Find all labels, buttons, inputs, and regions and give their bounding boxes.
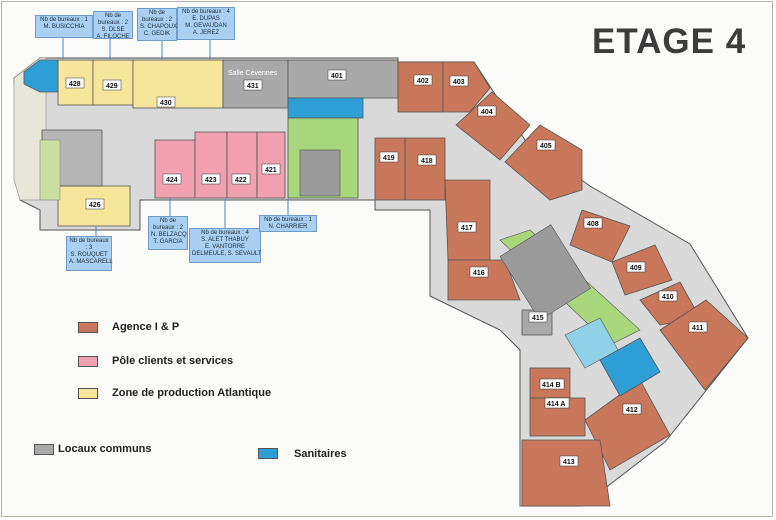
callout-name: S. ROUQUET	[70, 252, 108, 258]
room-423-label: 423	[205, 177, 217, 184]
room-405-shape	[504, 124, 583, 201]
callout-name: S. CHAPOUX	[140, 24, 178, 30]
stairs-diagonal-core	[499, 224, 591, 321]
room-401-label: 401	[331, 73, 343, 80]
room-419-shape	[374, 137, 406, 201]
room-402-label: 402	[417, 78, 429, 85]
room-424-shape	[154, 139, 196, 199]
room-414a-label: 414 A	[547, 401, 565, 408]
callout-title: Nb de bureaux : 3	[69, 238, 109, 251]
room-410-label: 410	[662, 294, 674, 301]
callout-428: Nb de bureaux : 1 M. BUSICCHIA	[35, 15, 93, 38]
legend-swatch-communs	[34, 444, 54, 455]
lift-core	[564, 317, 619, 369]
room-408-label: 408	[587, 221, 599, 228]
callout-426: Nb de bureaux : 3 S. ROUQUET A. MASCAREL…	[66, 236, 113, 271]
callout-name: T. GARCIA	[153, 239, 183, 245]
room-424-label: 424	[166, 177, 178, 184]
callout-title: Nb de bureaux : 2	[152, 218, 184, 231]
callout-431: Nb de bureaux : 4 E. DUPAS M. GEVAUDAN A…	[177, 7, 235, 40]
room-423-shape	[194, 131, 228, 199]
callout-title: Nb de bureaux : 2	[141, 10, 173, 23]
callout-name: A. MASCARELL	[69, 259, 113, 265]
room-416-label: 416	[473, 270, 485, 277]
room-404-shape	[455, 91, 531, 161]
legend-label-sanitaires: Sanitaires	[294, 448, 347, 460]
legend-label-pole: Pôle clients et services	[112, 355, 234, 367]
sanitaires-left	[23, 59, 59, 93]
room-411-shape	[659, 299, 749, 391]
room-417-label: 417	[461, 225, 473, 232]
room-431-label: 431	[247, 83, 259, 90]
room-404-label: 404	[481, 109, 493, 116]
callout-name: E. VANTORRE	[204, 244, 246, 250]
room-418-shape	[404, 137, 446, 201]
page-title: ETAGE 4	[592, 22, 747, 61]
stairs-left-green	[39, 139, 61, 201]
room-429-label: 429	[106, 83, 118, 90]
callout-name: N. CHARRIER	[268, 224, 308, 230]
callout-name: S. ALET THABUY	[201, 237, 249, 243]
room-417-shape	[444, 179, 491, 261]
room-418-label: 418	[421, 158, 433, 165]
callout-name: DELMEULE, S. SEVAULT	[192, 251, 262, 257]
callout-430: Nb de bureaux : 2 S. CHAPOUX C. GEDIK	[137, 8, 177, 41]
room-428-label: 428	[69, 81, 81, 88]
callout-422: Nb de bureaux : 4 S. ALET THABUY E. VANT…	[189, 228, 261, 263]
room-430-label: 430	[160, 100, 172, 107]
legend-swatch-sanitaires	[258, 448, 278, 459]
room-430-shape	[132, 59, 224, 109]
legend-swatch-agence	[78, 322, 98, 333]
legend-swatch-atlantique	[78, 388, 98, 399]
callout-name: E. DUPAS	[192, 16, 220, 22]
callout-name: C. GEDIK	[143, 31, 171, 37]
callout-title: Nb de bureaux : 1	[264, 217, 312, 223]
room-405-label: 405	[540, 143, 552, 150]
callout-title: Nb de bureaux : 1	[40, 17, 88, 23]
room-403-shape	[442, 61, 491, 113]
room-402-shape	[397, 61, 444, 113]
callout-name: A. JEREZ	[192, 30, 220, 36]
legend-label-agence: Agence I & P	[112, 321, 180, 333]
callout-title: Nb de bureaux : 2	[97, 13, 129, 26]
leader-lines	[62, 38, 289, 236]
room-426-label: 426	[89, 202, 101, 209]
callout-name: M. BUSICCHIA	[43, 24, 85, 30]
callout-name: N. BELZACQ	[151, 232, 187, 238]
room-421-label: 421	[265, 167, 277, 174]
legend-label-communs: Locaux communs	[58, 443, 152, 455]
sanitaires-top	[287, 97, 364, 119]
callout-title: Nb de bureaux : 4	[201, 230, 249, 236]
callout-name: M. GEVAUDAN	[185, 23, 227, 29]
room-415-label: 415	[532, 315, 544, 322]
room-411-label: 411	[692, 325, 703, 332]
room-413-label: 413	[563, 459, 575, 466]
room-422-label: 422	[235, 177, 247, 184]
room-labels: 428 429 430 431 401 402 403 404 405 419 …	[65, 69, 708, 467]
room-412-label: 412	[626, 407, 638, 414]
room-413-shape	[521, 439, 611, 507]
callout-421: Nb de bureaux : 1 N. CHARRIER	[259, 215, 317, 232]
sanitaires-bottom	[599, 337, 661, 397]
room-414b-label: 414 B	[542, 382, 561, 389]
legend-label-atlantique: Zone de production Atlantique	[112, 387, 272, 399]
callout-424: Nb de bureaux : 2 N. BELZACQ T. GARCIA	[148, 216, 188, 250]
room-409-label: 409	[630, 265, 642, 272]
salle-cevennes-label: Salle Cévennes	[228, 70, 278, 77]
room-419-label: 419	[383, 155, 395, 162]
room-403-label: 403	[453, 79, 465, 86]
room-416-shape	[447, 259, 521, 301]
callout-429: Nb de bureaux : 2 S. DLSE A. FILOCHE	[93, 11, 133, 40]
callout-name: A. FILOCHE	[96, 34, 130, 40]
callout-title: Nb de bureaux : 4	[182, 9, 230, 15]
room-422-shape	[226, 131, 258, 199]
stairs-inner	[299, 149, 341, 197]
legend-swatch-pole	[78, 356, 98, 367]
callout-name: S. DLSE	[101, 27, 125, 33]
